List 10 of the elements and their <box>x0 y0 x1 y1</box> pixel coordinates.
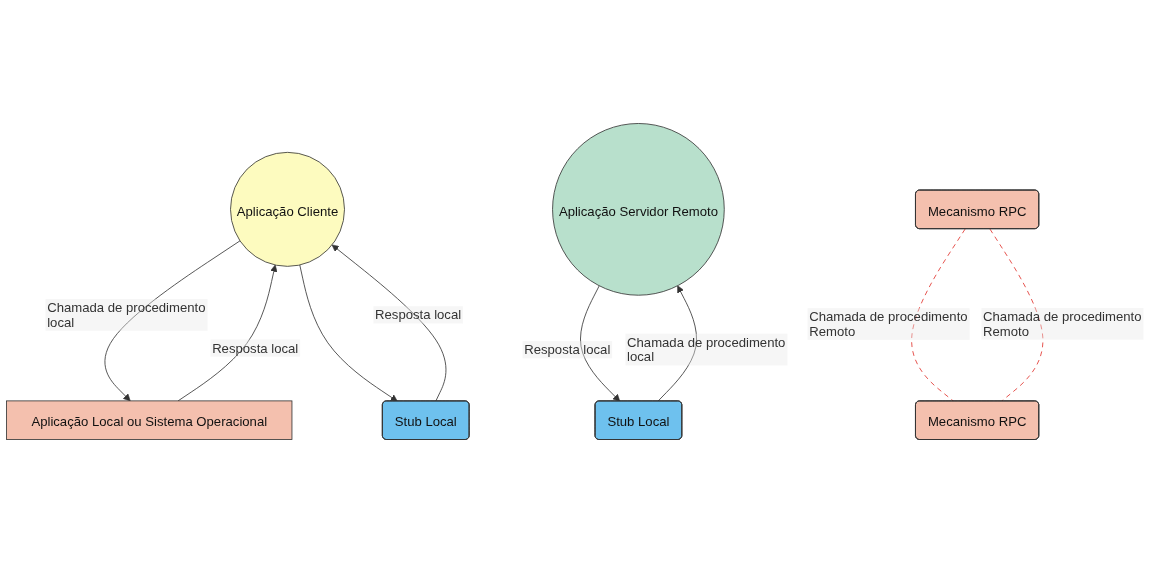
edge-label: Chamada de procedimento Remoto <box>809 309 968 339</box>
edge-label: Resposta local <box>524 342 611 358</box>
edge-label: Resposta local <box>212 340 299 356</box>
edge-label: Resposta local <box>375 307 462 323</box>
edge-label: Chamada de procedimento local <box>47 300 206 330</box>
node-circle: Aplicação Cliente <box>230 151 345 267</box>
node-box: Aplicação Local ou Sistema Operacional <box>6 400 293 440</box>
edge-label: Chamada de procedimento Remoto <box>983 309 1142 339</box>
edge-label: Chamada de procedimento local <box>627 334 786 365</box>
node-circle: Aplicação Servidor Remoto <box>552 123 725 296</box>
